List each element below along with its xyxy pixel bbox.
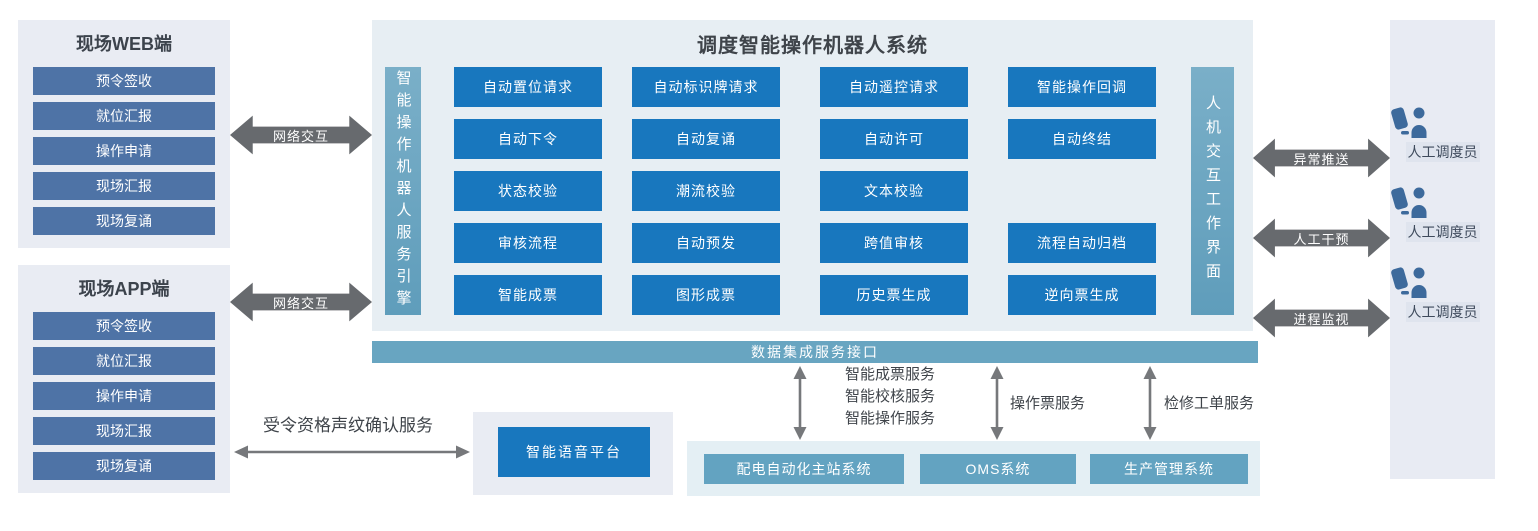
maintenance-order-service-label: 检修工单服务	[1164, 395, 1255, 412]
dispatcher-at-desk-icon	[1391, 107, 1427, 138]
node-auto-repeat: 自动复诵	[632, 119, 780, 159]
web-item-site-report: 现场汇报	[33, 172, 215, 200]
external-systems-panel: 配电自动化主站系统 OMS系统 生产管理系统	[687, 441, 1260, 496]
voice-platform-node: 智能语音平台	[498, 427, 650, 477]
node-auto-tag-request: 自动标识牌请求	[632, 67, 780, 107]
node-auto-set-request: 自动置位请求	[454, 67, 602, 107]
dispatcher-group-3: 人工调度员	[1390, 266, 1495, 322]
network-arrow-web: 网络交互	[230, 115, 372, 155]
field-app-panel: 现场APP端 预令签收 就位汇报 操作申请 现场汇报 现场复诵	[18, 265, 230, 493]
node-auto-command: 自动下令	[454, 119, 602, 159]
hmi-bar: 人机交互工作界面	[1191, 67, 1234, 315]
process-monitor-label: 进程监视	[1293, 311, 1350, 327]
node-auto-terminate: 自动终结	[1008, 119, 1156, 159]
node-cross-shift-review: 跨值审核	[820, 223, 968, 263]
node-powerflow-check: 潮流校验	[632, 171, 780, 211]
node-status-check: 状态校验	[454, 171, 602, 211]
exception-push-arrow: 异常推送	[1253, 138, 1390, 178]
smart-services-stack: 智能成票服务 智能校核服务 智能操作服务	[845, 364, 935, 430]
field-web-panel-title: 现场WEB端	[76, 34, 172, 54]
voiceprint-service-label: 受令资格声纹确认服务	[263, 416, 433, 435]
node-reverse-ticket: 逆向票生成	[1008, 275, 1156, 315]
dispatcher-group-1: 人工调度员	[1390, 106, 1495, 162]
node-auto-preissue: 自动预发	[632, 223, 780, 263]
dispatcher-group-2: 人工调度员	[1390, 186, 1495, 242]
voiceprint-service-arrow	[234, 444, 470, 460]
smart-operation-service-label: 智能操作服务	[845, 410, 936, 427]
dispatcher-label-3: 人工调度员	[1405, 302, 1480, 322]
node-history-ticket: 历史票生成	[820, 275, 968, 315]
network-arrow-web-label: 网络交互	[272, 128, 329, 144]
operation-ticket-arrow	[989, 366, 1005, 440]
dispatcher-panel: 人工调度员 人工调度员 人工调度	[1390, 20, 1495, 479]
dispatcher-at-desk-icon	[1391, 187, 1427, 218]
manual-intervention-label: 人工干预	[1293, 231, 1350, 247]
app-item-site-report: 现场汇报	[33, 417, 215, 445]
smart-ticket-service-label: 智能成票服务	[845, 366, 936, 383]
data-integration-bar: 数据集成服务接口	[372, 341, 1258, 363]
network-arrow-app-label: 网络交互	[272, 295, 329, 311]
smart-check-service-label: 智能校核服务	[845, 388, 936, 405]
node-auto-remote-request: 自动遥控请求	[820, 67, 968, 107]
smart-services-arrow	[792, 366, 808, 440]
node-auto-permit: 自动许可	[820, 119, 968, 159]
web-item-order-sign: 预令签收	[33, 67, 215, 95]
dispatcher-label-2: 人工调度员	[1405, 222, 1480, 242]
operation-ticket-service-label: 操作票服务	[1010, 395, 1086, 412]
robot-system-panel: 调度智能操作机器人系统 智能操作机器人服务引擎 人机交互工作界面 自动置位请求 …	[372, 20, 1253, 331]
engine-bar: 智能操作机器人服务引擎	[385, 67, 421, 315]
app-item-order-sign: 预令签收	[33, 312, 215, 340]
network-arrow-app: 网络交互	[230, 282, 372, 322]
node-oms-system: OMS系统	[920, 454, 1076, 484]
maintenance-order-arrow	[1142, 366, 1158, 440]
web-item-operation-apply: 操作申请	[33, 137, 215, 165]
node-graphic-ticket: 图形成票	[632, 275, 780, 315]
app-item-inplace-report: 就位汇报	[33, 347, 215, 375]
app-item-operation-apply: 操作申请	[33, 382, 215, 410]
node-production-mgmt-system: 生产管理系统	[1090, 454, 1248, 484]
field-web-panel: 现场WEB端 预令签收 就位汇报 操作申请 现场汇报 现场复诵	[18, 20, 230, 248]
node-smart-ticket: 智能成票	[454, 275, 602, 315]
app-item-site-repeat: 现场复诵	[33, 452, 215, 480]
dispatcher-at-desk-icon	[1391, 267, 1427, 298]
node-smart-op-callback: 智能操作回调	[1008, 67, 1156, 107]
node-distribution-master-system: 配电自动化主站系统	[704, 454, 904, 484]
node-text-check: 文本校验	[820, 171, 968, 211]
process-monitor-arrow: 进程监视	[1253, 298, 1390, 338]
node-review-flow: 审核流程	[454, 223, 602, 263]
data-integration-bar-label: 数据集成服务接口	[751, 344, 879, 360]
exception-push-label: 异常推送	[1293, 151, 1350, 167]
web-item-site-repeat: 现场复诵	[33, 207, 215, 235]
voice-platform-panel: 智能语音平台	[473, 412, 673, 495]
node-auto-archive: 流程自动归档	[1008, 223, 1156, 263]
robot-system-title: 调度智能操作机器人系统	[697, 35, 928, 57]
web-item-inplace-report: 就位汇报	[33, 102, 215, 130]
field-app-panel-title: 现场APP端	[78, 279, 170, 299]
manual-intervention-arrow: 人工干预	[1253, 218, 1390, 258]
dispatcher-label-1: 人工调度员	[1405, 142, 1480, 162]
